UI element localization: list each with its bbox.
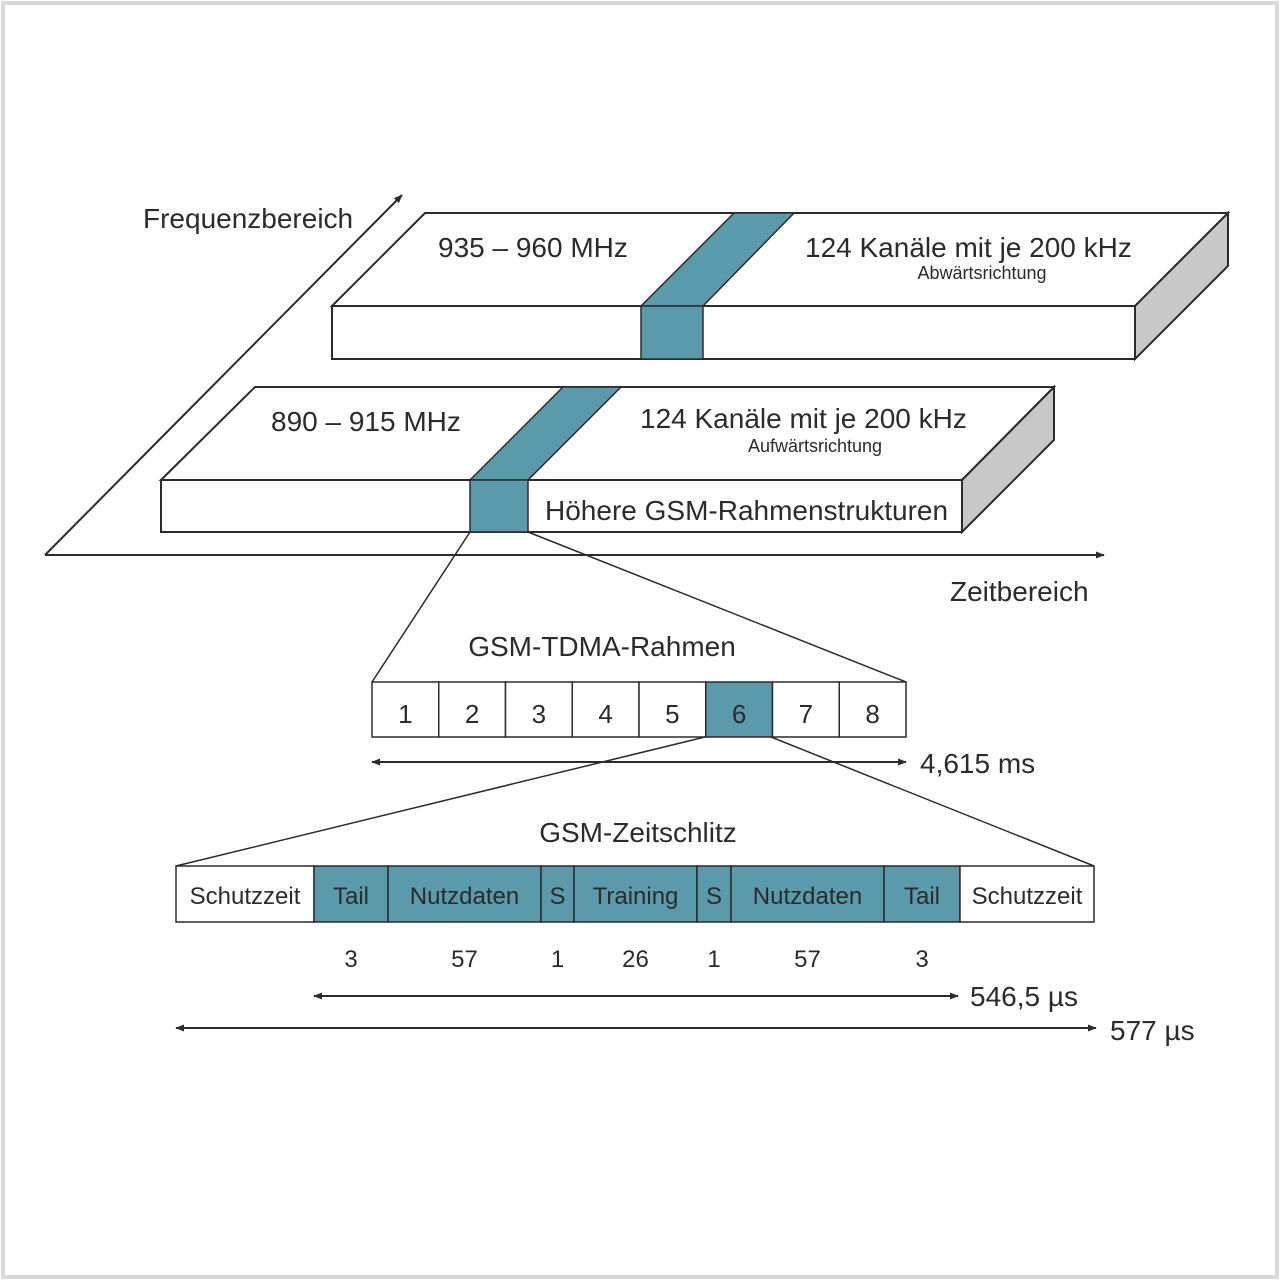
timeslot-field-label: S — [549, 883, 565, 910]
slot-zoom-line-left — [175, 736, 706, 867]
zoom-line-left — [371, 531, 471, 683]
timeslot-field-label: Nutzdaten — [410, 883, 519, 910]
tdma-slot-number: 2 — [465, 699, 479, 729]
downlink-band: 935 – 960 MHz 124 Kanäle mit je 200 kHz … — [329, 210, 1231, 362]
timeslot-field-label: S — [706, 883, 722, 910]
timeslot-field-label: Schutzzeit — [190, 883, 301, 910]
tdma-slot-number: 1 — [398, 699, 412, 729]
timeslot-title: GSM-Zeitschlitz — [539, 817, 737, 848]
tdma-slot-8 — [838, 681, 907, 738]
tdma-slot-3 — [504, 681, 573, 738]
timeslot-field-label: Training — [593, 883, 679, 910]
downlink-direction: Abwärtsrichtung — [917, 263, 1046, 283]
frequency-axis-label: Frequenzbereich — [143, 203, 353, 234]
timeslot-field-2 — [387, 865, 542, 923]
tdma-slot-number: 3 — [532, 699, 546, 729]
timeslot-field-8 — [959, 865, 1095, 923]
timeslot-bit-count: 26 — [622, 946, 649, 973]
timeslot-bit-count: 3 — [344, 946, 357, 973]
timeslot-bit-count: 1 — [707, 946, 720, 973]
zoom-line-right — [527, 531, 907, 683]
frame-duration-label: 4,615 ms — [920, 748, 1035, 779]
slot-duration-label: 577 µs — [1110, 1015, 1195, 1046]
slot-zoom-line-right — [770, 736, 1095, 867]
timeslot-field-label: Tail — [333, 883, 369, 910]
downlink-channel-front — [640, 305, 704, 360]
tdma-slot-number: 6 — [732, 699, 746, 729]
frequency-axis — [44, 194, 403, 556]
tdma-slot-2 — [438, 681, 507, 738]
timeslot-bit-count: 3 — [915, 946, 928, 973]
frame-structures-label: Höhere GSM-Rahmenstrukturen — [545, 495, 948, 526]
tdma-slot-number: 5 — [665, 699, 679, 729]
tdma-slot-5 — [638, 681, 707, 738]
uplink-channels: 124 Kanäle mit je 200 kHz — [640, 403, 967, 434]
timeslot-field-1 — [313, 865, 389, 923]
uplink-channel-front — [469, 479, 529, 533]
tdma-slot-number: 4 — [598, 699, 612, 729]
timeslot-bit-count: 1 — [551, 946, 564, 973]
tdma-slot-4 — [571, 681, 640, 738]
uplink-front-face — [160, 479, 963, 533]
tdma-slot-number: 8 — [865, 699, 879, 729]
uplink-direction: Aufwärtsrichtung — [748, 436, 882, 456]
timeslot-structure: Schutzzeit Tail Nutzdaten S Training S Nutzdat… — [175, 865, 1095, 923]
timeslot-field-5 — [696, 865, 732, 923]
downlink-front-face — [331, 305, 1136, 360]
timeslot-field-7 — [883, 865, 961, 923]
timeslot-field-label: Nutzdaten — [753, 883, 862, 910]
uplink-band: 890 – 915 MHz 124 Kanäle mit je 200 kHz … — [158, 384, 1057, 535]
time-axis-label: Zeitbereich — [950, 576, 1089, 607]
tdma-slot-number: 7 — [799, 699, 813, 729]
downlink-channels: 124 Kanäle mit je 200 kHz — [805, 232, 1132, 263]
timeslot-bit-counts: 3 57 1 26 1 57 3 — [344, 946, 928, 973]
tdma-frame-title: GSM-TDMA-Rahmen — [468, 631, 736, 662]
timeslot-field-label: Tail — [904, 883, 940, 910]
timeslot-field-4 — [573, 865, 698, 923]
downlink-frequency-range: 935 – 960 MHz — [438, 232, 628, 263]
timeslot-field-label: Schutzzeit — [972, 883, 1083, 910]
tdma-slot-7 — [771, 681, 840, 738]
burst-duration-label: 546,5 µs — [970, 981, 1078, 1012]
tdma-frame: 1 2 3 4 5 6 7 8 — [371, 681, 907, 738]
timeslot-bit-count: 57 — [794, 946, 821, 973]
timeslot-field-6 — [730, 865, 885, 923]
tdma-slot-6 — [705, 681, 774, 738]
timeslot-bit-count: 57 — [451, 946, 478, 973]
tdma-slot-1 — [371, 681, 440, 738]
uplink-frequency-range: 890 – 915 MHz — [271, 406, 461, 437]
